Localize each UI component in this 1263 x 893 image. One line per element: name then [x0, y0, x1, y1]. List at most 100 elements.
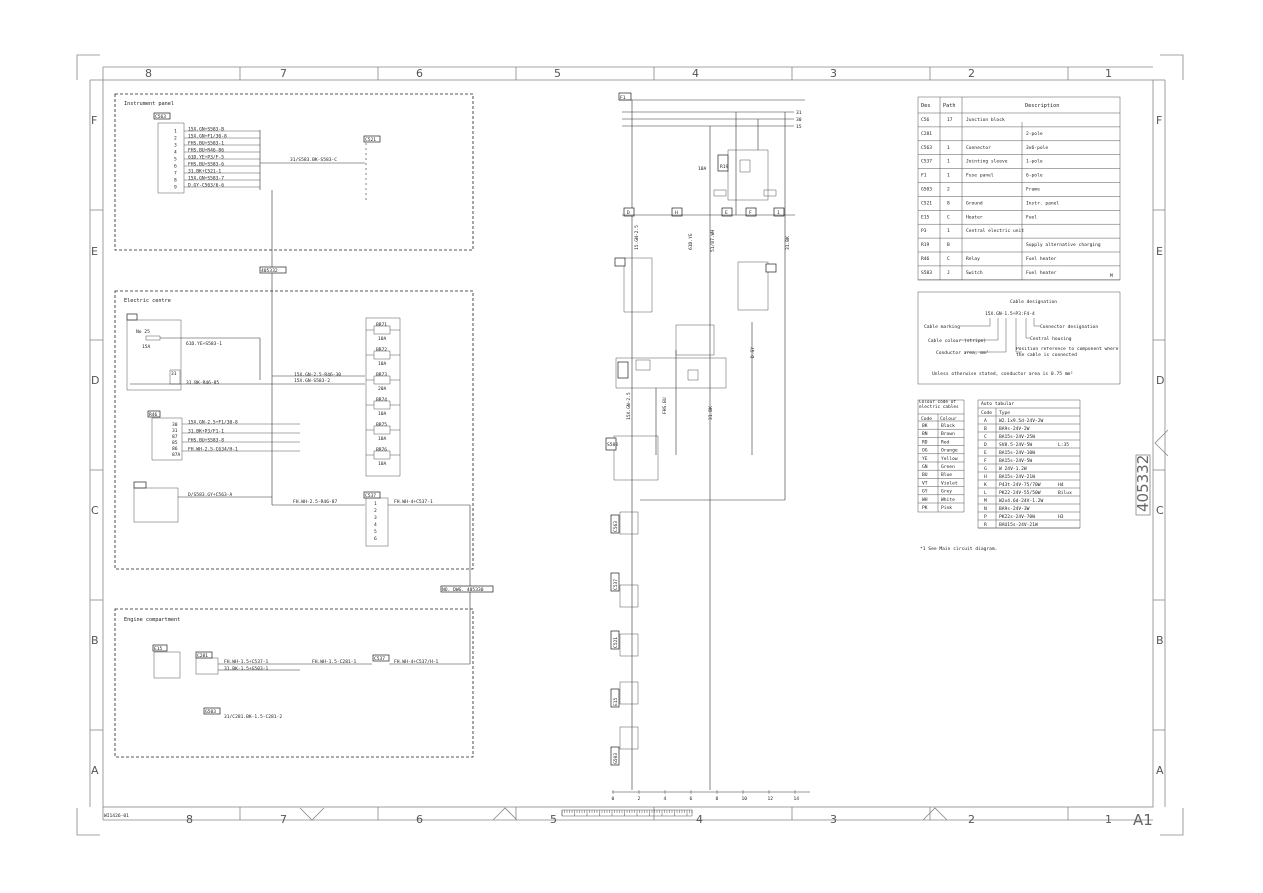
component-id: C521 [613, 637, 619, 648]
colour-header-code: Code [921, 416, 932, 422]
sheet-arrow-bottom3-icon [922, 807, 948, 821]
relay-wire-label: 15X.GN-2.5+F1/30-8 [188, 420, 238, 426]
component-tag [610, 572, 620, 592]
instrument-panel-section: Instrument panel C563 15X.GN+S583-B115X.… [114, 93, 474, 274]
ref-path: 1 [947, 159, 950, 165]
auto-code: H [984, 474, 987, 480]
ip-wire-label: 61D.YE+P3/F-5 [188, 155, 224, 161]
node-label: D [627, 210, 630, 216]
mc-wire-8: 31.BK [708, 406, 714, 420]
node-label: E [725, 210, 728, 216]
cable-example: 15X.GN-1.5+P3:F4-4 [985, 311, 1035, 317]
ref-desc: Fuse panel [966, 173, 994, 179]
ref-sub: 6-pole [1026, 173, 1043, 179]
ip-ref-tag: 405332 [261, 268, 278, 274]
scale-ruler [561, 809, 693, 817]
auto-type: PK22-24V-55/50W [999, 490, 1041, 496]
ip-wire-label: FHS.BU+S583-6 [188, 162, 224, 168]
cable-title: Cable designation [1010, 299, 1057, 305]
ip-pin: 9 [174, 185, 177, 191]
mc-bus-30: 30 [796, 117, 802, 123]
ref-sub: Fuel heater [1026, 256, 1057, 262]
ref-desc: Central electric unit [966, 228, 1024, 234]
ip-wire-label: 15X.GN+S583-7 [188, 176, 224, 182]
zone-row-d-right: D [1156, 374, 1164, 387]
ref-des: C537 [921, 159, 932, 165]
auto-type: PK22s-24V-70W [999, 514, 1035, 520]
ref-des: C521 [921, 200, 932, 206]
ip-pin: 5 [174, 157, 177, 163]
electric-centre-section: Electric centre No 25 15A 61D.YE+S583-1 … [114, 273, 494, 593]
fuse-id: BR74 [376, 397, 387, 403]
connector-pin: 6 [374, 536, 377, 542]
colour-name: Brown [941, 431, 955, 437]
auto-code: N [984, 506, 987, 512]
colour-name: Green [941, 464, 955, 470]
relay-pin: 86 [172, 446, 178, 452]
zone-row-c-left: C [91, 504, 99, 517]
auto-code: L [984, 490, 987, 496]
ref-des: C281 [921, 131, 932, 137]
zone-col-7-bottom: 7 [280, 813, 287, 826]
relay-wire-label: 31.BK+P3/F1-1 [188, 429, 224, 435]
ref-desc: Switch [966, 270, 983, 276]
ref-des: G503 [921, 187, 932, 193]
auto-type: BA15s-24V-5W [999, 458, 1032, 464]
node-box [773, 207, 785, 217]
connector-pin: 1 [374, 501, 377, 507]
ip-wire-label: D.GY-C563/6-6 [188, 183, 224, 189]
mc-wire-1: 15.GN-2.5 [634, 225, 640, 250]
ref-desc: Heater [966, 214, 983, 220]
engine-compartment-title: Engine compartment [124, 617, 180, 623]
ref-path: 2 [947, 187, 950, 193]
zone-col-6-bottom: 6 [416, 813, 423, 826]
auto-code: G [984, 466, 987, 472]
auto-code: M [984, 498, 987, 504]
auto-type: BA9s-24V-2W [999, 426, 1030, 432]
ec-ground-label: 31 [171, 371, 177, 377]
zone-row-b-left: B [91, 634, 99, 647]
zone-col-1-top: 1 [1105, 67, 1112, 80]
engine-compartment-section: Engine compartment E15 C281 FH.WH-1.5+C5… [114, 592, 474, 758]
colour-code: BK [922, 423, 928, 429]
auto-note: H4 [1058, 482, 1064, 488]
zone-row-e-right: E [1156, 245, 1163, 258]
auto-code: P [984, 514, 987, 520]
ref-sub: 3x6-pole [1026, 145, 1048, 151]
ref-sub: 1-pole [1026, 159, 1043, 165]
colour-name: White [941, 497, 955, 503]
zone-row-d-left: D [91, 374, 99, 387]
cable-label-5: Central housing [1030, 336, 1072, 342]
ref-desc: Ground [966, 200, 983, 206]
colour-code: GY [922, 489, 928, 495]
ip-pin: 7 [174, 171, 177, 177]
cable-footnote: Unless otherwise stated, conductor area … [932, 371, 1073, 377]
ip-wire-label: FHS.BU+S583-1 [188, 141, 224, 147]
colour-header-colour: Colour [940, 416, 957, 422]
node-box [623, 207, 635, 217]
ref-sub: 2-pole [1026, 131, 1043, 137]
ref-sub: Supply alternative charging [1026, 242, 1101, 248]
ref-desc: Relay [966, 256, 980, 262]
auto-title: Auto tabular [981, 401, 1014, 407]
colour-code: BU [922, 472, 928, 478]
cable-label-4: Connector designation [1040, 324, 1098, 330]
ip-wire-label: FHS.BU+R46-86 [188, 148, 224, 154]
auto-code: R [984, 522, 987, 528]
ref-header-des: Des [921, 103, 930, 109]
colour-code: BN [922, 431, 928, 437]
eng-mid-wire: FH.WH-1.5-C281-1 [312, 659, 356, 665]
sheet-size: A1 [1133, 811, 1153, 829]
zone-row-c-right: C [1156, 504, 1164, 517]
fuse-rating: 10A [378, 336, 387, 342]
ip-wire-label: 15X.GN+F1/30-8 [188, 134, 227, 140]
ip-pin: 3 [174, 143, 177, 149]
ref-sub: Fuel [1026, 214, 1037, 220]
zone-col-3-bottom: 3 [830, 813, 837, 826]
scale-label: 8 [716, 796, 719, 802]
main-footnote: *1 See Main circuit diagram. [920, 546, 997, 552]
colour-name: Orange [941, 448, 958, 454]
ref-path: C [947, 256, 950, 262]
